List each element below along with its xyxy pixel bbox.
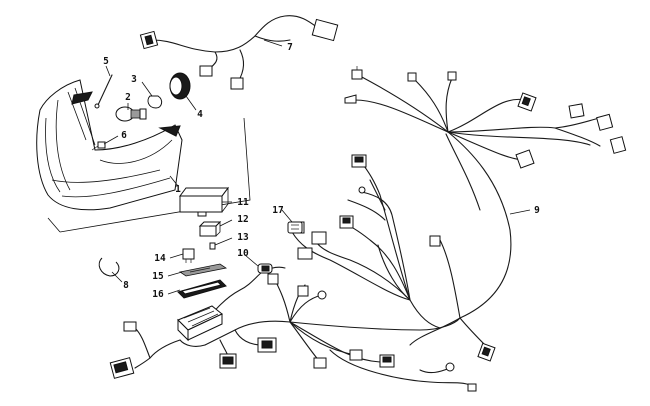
connector-cluster-4 (311, 231, 327, 245)
callout-8: 8 (123, 280, 129, 291)
connector-cluster-7 (429, 235, 441, 247)
connector-lower-2 (349, 349, 363, 361)
callout-15: 15 (152, 271, 164, 282)
connector-left-4 (257, 337, 277, 353)
connector-right-4 (609, 136, 627, 154)
connector-ten (257, 263, 273, 274)
callout-9: 9 (534, 205, 540, 216)
socket (91, 141, 106, 151)
callout-2: 2 (125, 92, 131, 103)
callout-1: 1 (175, 184, 181, 195)
mini-fuse (209, 242, 216, 250)
screw (94, 74, 113, 109)
connector-right-5 (515, 149, 535, 169)
connector-cluster-3 (339, 215, 354, 229)
callout-3: 3 (131, 74, 137, 85)
connector-cluster-2 (358, 186, 366, 194)
connector-left-2 (109, 357, 135, 379)
connector-cluster-6 (297, 247, 313, 260)
connector-mid-top-2 (267, 273, 279, 285)
connector-lower-3 (313, 357, 327, 369)
fuse-panel (177, 305, 223, 342)
fuse-strip (178, 263, 228, 277)
cable-ring (98, 257, 120, 277)
connector-right-1 (517, 92, 537, 112)
headlight-harness (139, 15, 339, 90)
connector-right-3 (596, 113, 614, 131)
headlight-housing (36, 79, 183, 211)
connector-left-3 (219, 353, 237, 369)
mounting-plate-outline (47, 117, 251, 233)
relay-block (198, 221, 222, 237)
connector-top-1 (351, 66, 363, 80)
connector-left-1 (123, 321, 137, 332)
fuse-box-cover (179, 186, 229, 217)
relay (182, 248, 195, 263)
callout-17: 17 (272, 205, 283, 216)
callout-10: 10 (237, 248, 249, 259)
connector-bottom-end (467, 383, 477, 392)
callout-5: 5 (103, 56, 109, 67)
headlight-bulb (115, 106, 147, 122)
fuse-gasket (177, 279, 227, 299)
connector-seventeen (287, 221, 303, 234)
connector-top-2 (407, 72, 417, 82)
connector-mid-top (297, 285, 309, 297)
callout-11: 11 (237, 197, 249, 208)
bulb-retainer (147, 95, 163, 109)
connector-lower-right (477, 342, 496, 362)
ring-terminal-2 (445, 362, 455, 372)
connector-right-2 (568, 103, 585, 119)
callout-4: 4 (197, 109, 203, 120)
connector-top-4 (344, 94, 357, 104)
callout-12: 12 (237, 214, 248, 225)
leader-lines (103, 39, 531, 295)
ring-terminal-1 (317, 290, 327, 300)
callout-13: 13 (237, 232, 249, 243)
connector-top-3 (447, 71, 457, 81)
callout-7: 7 (287, 42, 293, 53)
headlight-boot (169, 72, 191, 100)
callout-6: 6 (121, 130, 127, 141)
connector-cluster-1 (351, 154, 367, 168)
callout-14: 14 (154, 253, 166, 264)
callout-16: 16 (152, 289, 164, 300)
connector-lower-mid (379, 354, 395, 368)
